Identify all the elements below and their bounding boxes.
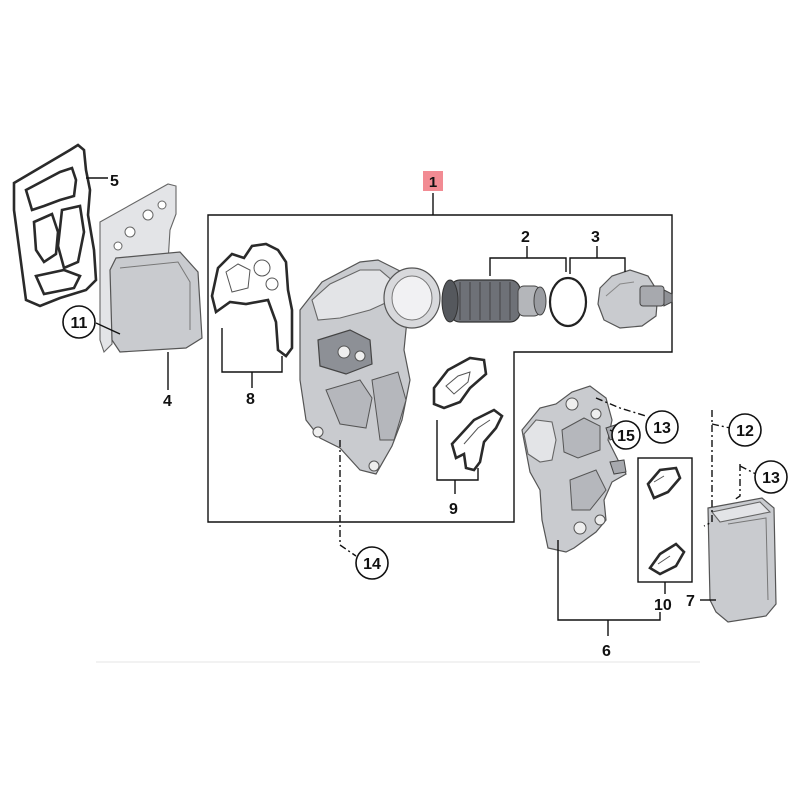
callout-circle-11 — [62, 305, 96, 339]
callout-circle-15 — [611, 420, 641, 450]
o-ring — [548, 276, 588, 328]
housing-6 — [521, 385, 627, 553]
callout-8: 8 — [246, 391, 255, 408]
assembly-marker-1 — [423, 171, 443, 191]
gasket-10 — [646, 466, 686, 576]
callout-circle-13a — [645, 410, 679, 444]
callout-4: 4 — [163, 393, 172, 410]
callout-1: 1 — [429, 174, 437, 191]
callout-circle-13b — [754, 460, 788, 494]
bracket-2 — [489, 257, 567, 276]
oil-cooler-7 — [707, 497, 777, 623]
callout-11: 11 — [71, 315, 88, 332]
bracket-8 — [221, 328, 283, 373]
callout-circle-12 — [728, 413, 762, 447]
callout-6: 6 — [602, 643, 611, 660]
callout-3: 3 — [591, 229, 600, 246]
leader-14 — [339, 440, 357, 557]
oil-cooler-4 — [99, 183, 203, 354]
callout-14: 14 — [363, 556, 381, 573]
callout-13a: 13 — [653, 420, 671, 437]
bracket-10 — [637, 457, 693, 583]
callout-5: 5 — [110, 173, 119, 190]
callout-9: 9 — [449, 501, 458, 518]
filter-cap-3 — [597, 269, 673, 329]
leader-13a — [595, 397, 647, 417]
callout-7: 7 — [686, 593, 695, 610]
gasket-8 — [210, 242, 294, 358]
filter-element-2 — [441, 279, 547, 323]
gasket-9 — [432, 356, 504, 472]
leader-13b-h — [739, 465, 757, 475]
assembly-bracket-1 — [207, 214, 673, 523]
filter-housing — [299, 259, 441, 475]
callout-circle-14 — [355, 546, 389, 580]
callout-13b: 13 — [762, 470, 780, 487]
callout-10: 10 — [654, 597, 672, 614]
leader-11 — [95, 322, 121, 335]
leader-12-h — [711, 423, 731, 429]
gasket-5 — [12, 143, 98, 308]
leader-13b — [733, 464, 741, 501]
callout-12: 12 — [736, 423, 754, 440]
bracket-9 — [436, 420, 479, 481]
callout-15: 15 — [617, 428, 635, 445]
bracket-3 — [569, 257, 626, 274]
leader-12 — [703, 410, 713, 527]
callout-2: 2 — [521, 229, 530, 246]
bracket-6 — [557, 540, 661, 621]
